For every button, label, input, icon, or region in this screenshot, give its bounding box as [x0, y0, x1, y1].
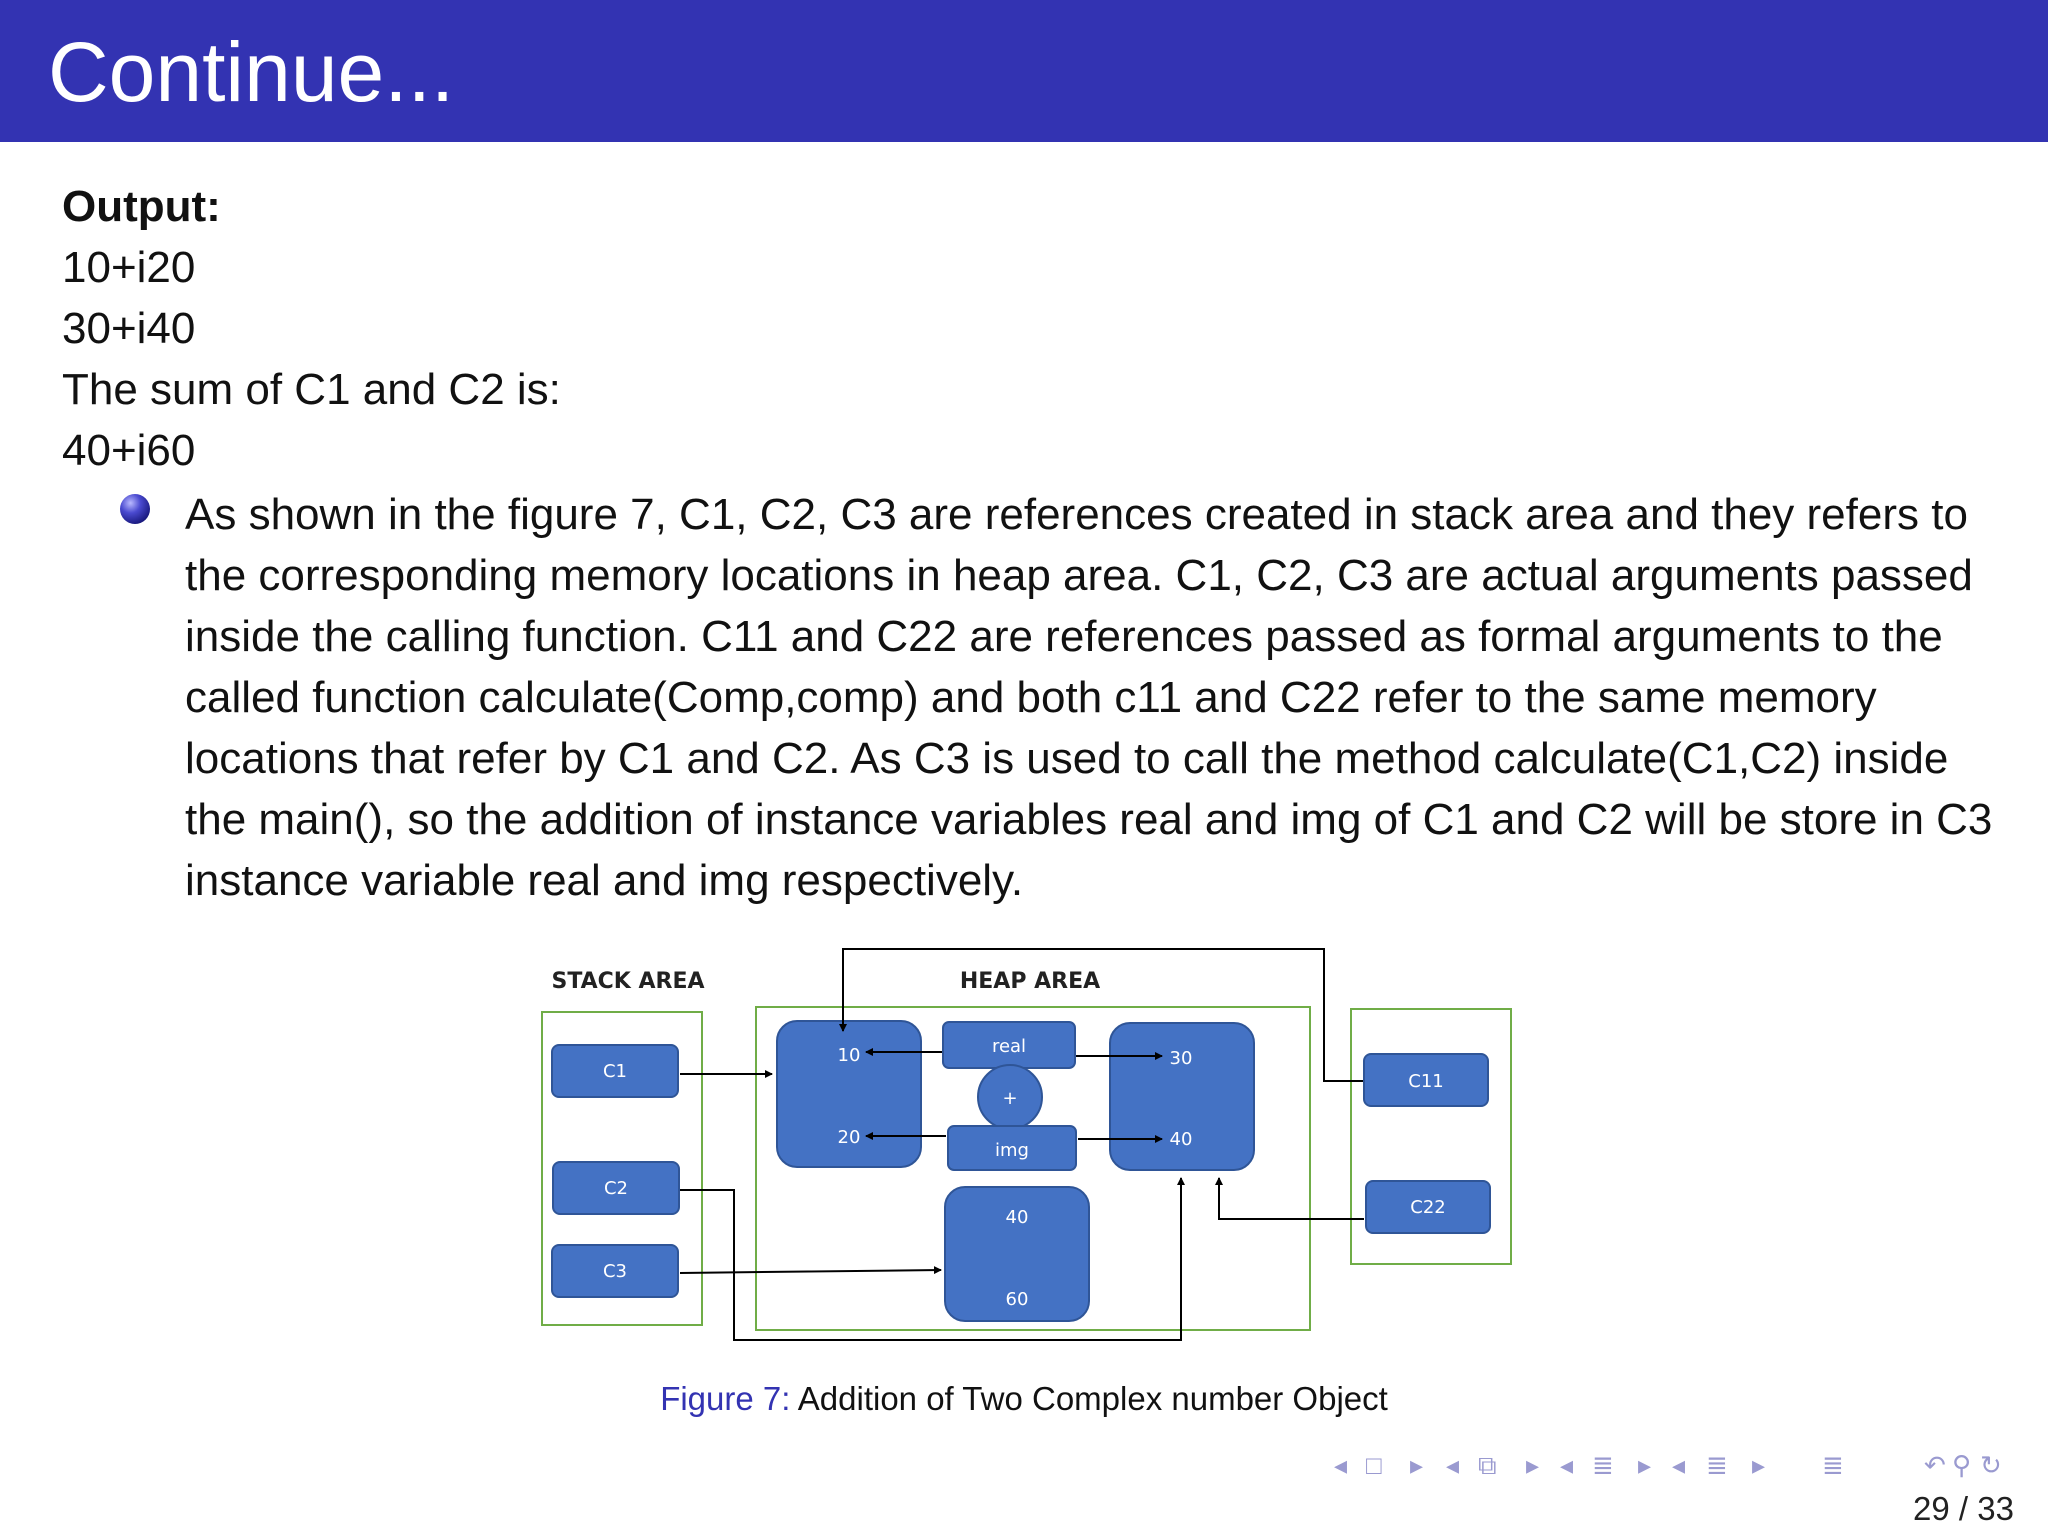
img-field-label: img	[995, 1140, 1029, 1161]
page-number: 29 / 33	[1913, 1490, 2014, 1528]
heap-area-label: HEAP AREA	[960, 969, 1100, 994]
real-field-label: real	[992, 1036, 1026, 1057]
heap-object-1-real: 10	[838, 1045, 861, 1066]
ref-c11-label: C11	[1408, 1071, 1443, 1092]
nav-subsection-icon[interactable]: ⧉	[1478, 1450, 1497, 1480]
heap-area	[755, 1006, 1311, 1331]
figure-caption-text: Addition of Two Complex number Object	[797, 1380, 1388, 1417]
output-label: Output:	[62, 182, 221, 231]
nav-next-section-icon[interactable]: ▸	[1638, 1450, 1652, 1480]
page-separator: /	[1949, 1490, 1978, 1527]
arrow-c11-to-object-1	[839, 948, 1363, 1082]
real-field: real	[942, 1021, 1076, 1069]
nav-next-part-icon[interactable]: ▸	[1752, 1450, 1766, 1480]
bullet-ball-icon	[120, 494, 150, 524]
nav-prev-subsection-icon[interactable]: ◂	[1446, 1450, 1460, 1480]
nav-undo-icon[interactable]: ↶	[1924, 1450, 1946, 1480]
output-line-1: 10+i20	[62, 243, 196, 292]
nav-frame-icon[interactable]: □	[1366, 1450, 1382, 1480]
ref-c1-label: C1	[603, 1061, 627, 1082]
plus-operator-label: +	[1002, 1088, 1017, 1109]
heap-object-1: 10 20	[776, 1020, 922, 1168]
plus-operator: +	[977, 1064, 1043, 1130]
nav-redo-icon[interactable]: ↻	[1980, 1450, 2002, 1480]
output-line-3: The sum of C1 and C2 is:	[62, 365, 561, 414]
ref-c1: C1	[551, 1044, 679, 1098]
heap-object-3-real: 40	[1006, 1207, 1029, 1228]
slide-title: Continue...	[48, 25, 455, 119]
ref-c2-label: C2	[604, 1178, 628, 1199]
nav-search-icon[interactable]: ⚲	[1952, 1450, 1972, 1480]
ref-c3-label: C3	[603, 1261, 627, 1282]
arrow-c3-to-object-3	[679, 1266, 942, 1275]
output-line-4: 40+i60	[62, 426, 196, 475]
called-function-area	[1350, 1008, 1512, 1265]
ref-c22-label: C22	[1410, 1197, 1445, 1218]
heap-object-2-real: 30	[1170, 1048, 1193, 1069]
nav-outline-icon[interactable]: ≣	[1822, 1450, 1844, 1480]
bullet-text: As shown in the figure 7, C1, C2, C3 are…	[185, 490, 1993, 905]
nav-prev-part-icon[interactable]: ◂	[1672, 1450, 1686, 1480]
arrow-c22-to-object-2	[1215, 1177, 1364, 1220]
nav-next-icon[interactable]: ▸	[1410, 1450, 1424, 1480]
ref-c2: C2	[552, 1161, 680, 1215]
nav-prev-section-icon[interactable]: ◂	[1560, 1450, 1574, 1480]
heap-object-1-img: 20	[838, 1127, 861, 1148]
figure-caption-label: Figure 7:	[660, 1380, 791, 1417]
slide-header: Continue...	[0, 0, 2048, 142]
nav-next-subsection-icon[interactable]: ▸	[1526, 1450, 1540, 1480]
nav-prev-icon[interactable]: ◂	[1334, 1450, 1348, 1480]
figure-caption: Figure 7: Addition of Two Complex number…	[0, 1380, 2048, 1418]
heap-object-2: 30 40	[1109, 1022, 1255, 1171]
page-current: 29	[1913, 1490, 1950, 1527]
output-line-2: 30+i40	[62, 304, 196, 353]
ref-c11: C11	[1363, 1053, 1489, 1107]
ref-c3: C3	[551, 1244, 679, 1298]
heap-object-3: 40 60	[944, 1186, 1090, 1322]
beamer-navigation: ◂ □ ▸ ◂ ⧉ ▸ ◂ ≣ ▸ ◂ ≣ ▸ ≣ ↶ ⚲ ↻	[1328, 1450, 2028, 1490]
stack-area	[541, 1011, 703, 1326]
heap-object-2-img: 40	[1170, 1129, 1193, 1150]
arrow-c2-to-object-2	[680, 1177, 1185, 1341]
nav-part-icon[interactable]: ≣	[1706, 1450, 1728, 1480]
nav-section-icon[interactable]: ≣	[1592, 1450, 1614, 1480]
page-total: 33	[1977, 1490, 2014, 1527]
output-block: Output: 10+i20 30+i40 The sum of C1 and …	[62, 176, 2012, 481]
heap-object-3-img: 60	[1006, 1289, 1029, 1310]
ref-c22: C22	[1365, 1180, 1491, 1234]
stack-area-label: STACK AREA	[551, 969, 704, 994]
img-field: img	[947, 1125, 1077, 1171]
